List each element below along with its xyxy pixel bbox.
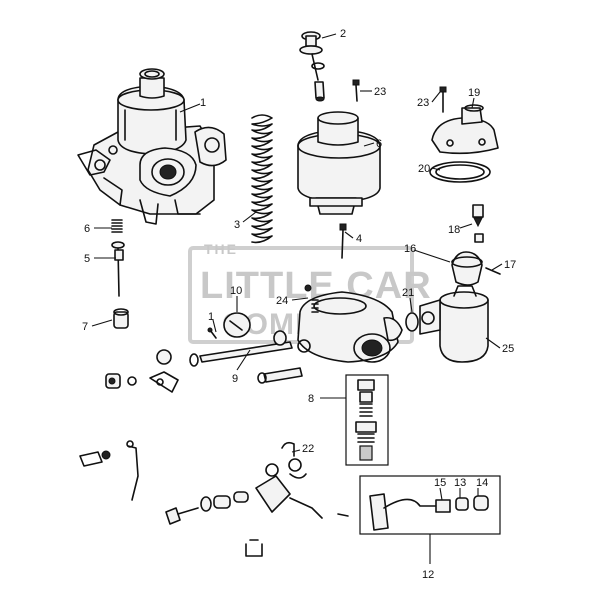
callout-8: 8 — [308, 393, 314, 405]
callout-15: 15 — [434, 477, 446, 489]
callout-13: 13 — [454, 477, 466, 489]
float-chamber-lid — [431, 104, 499, 155]
choke-linkage — [79, 440, 139, 501]
callout-23b: 23 — [417, 97, 429, 109]
adjuster-spring — [304, 284, 319, 313]
damper-cap — [299, 31, 325, 102]
gasket — [429, 161, 491, 183]
jet-assembly — [345, 374, 389, 466]
callout-20: 20 — [418, 163, 430, 175]
callout-25: 25 — [502, 343, 514, 355]
callout-5: 5 — [84, 253, 90, 265]
callout-12: 12 — [422, 569, 434, 581]
callout-4: 4 — [356, 233, 362, 245]
callout-6b: 6 — [376, 138, 382, 150]
callout-24: 24 — [276, 295, 288, 307]
float-chamber — [419, 285, 489, 363]
callout-2: 2 — [340, 28, 346, 40]
bush — [113, 308, 129, 329]
piston-spring — [251, 114, 273, 244]
cam-lever — [255, 463, 349, 519]
spring-clip — [281, 441, 307, 479]
float — [451, 251, 483, 286]
pivot-pin — [485, 267, 501, 275]
small-bracket — [245, 539, 263, 557]
screw-23b — [439, 86, 447, 113]
jet — [111, 241, 125, 297]
washer-21 — [405, 312, 419, 332]
needle — [339, 223, 347, 259]
carburettor-body — [77, 68, 227, 225]
watermark-line1: THE — [204, 241, 238, 257]
screw-23a — [352, 79, 360, 102]
callout-6a: 6 — [84, 223, 90, 235]
disc-screws — [207, 327, 217, 339]
fuel-pipe-assembly — [359, 475, 501, 535]
pivot-bolt — [165, 491, 249, 525]
throttle-disc — [223, 312, 251, 338]
callout-16: 16 — [404, 243, 416, 255]
callout-11: 1 — [208, 311, 214, 323]
callout-10: 10 — [230, 285, 242, 297]
throttle-spindle — [105, 330, 303, 393]
callout-21: 21 — [402, 287, 414, 299]
jet-assembly-frame — [345, 374, 389, 466]
suction-chamber — [297, 111, 381, 215]
callout-19: 19 — [468, 87, 480, 99]
callout-17: 17 — [504, 259, 516, 271]
callout-18: 18 — [448, 224, 460, 236]
callout-23a: 23 — [374, 86, 386, 98]
callout-1: 1 — [200, 97, 206, 109]
throttle-body — [297, 291, 403, 363]
small-spring — [111, 219, 123, 233]
callout-9: 9 — [232, 373, 238, 385]
callout-3: 3 — [234, 219, 240, 231]
callout-22: 22 — [302, 443, 314, 455]
leader-lines — [91, 33, 503, 564]
callout-labels: 1 2 3 4 5 6 6 7 8 9 10 1 12 13 14 15 16 … — [82, 28, 516, 581]
needle-valve — [472, 204, 484, 243]
callout-7: 7 — [82, 321, 88, 333]
callout-14: 14 — [476, 477, 488, 489]
